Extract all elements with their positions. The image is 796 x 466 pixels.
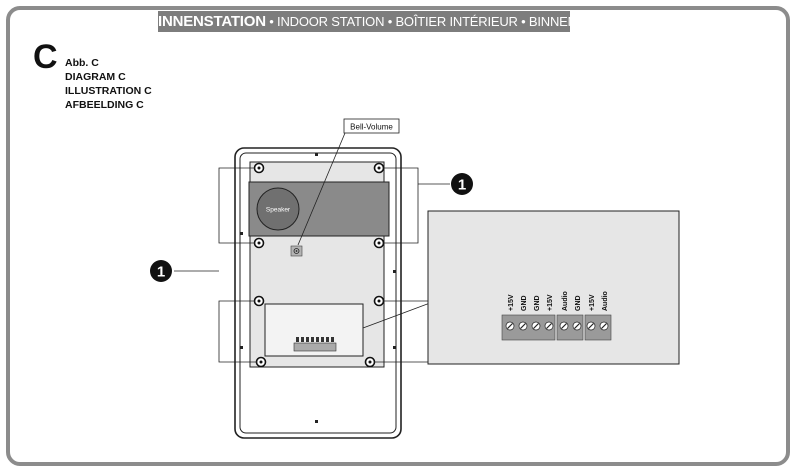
terminal-label: +15V: [547, 294, 554, 311]
station-diagram: Speaker Bell-Volume 1: [150, 118, 680, 439]
marker-1-left-label: 1: [157, 264, 165, 281]
title-main: INNENSTATION: [158, 13, 266, 30]
terminal-labels: +15V GND GND +15V Audio GND +15V Audio: [508, 291, 609, 311]
title-translations: • INDOOR STATION • BOÎTIER INTÉRIEUR • B…: [269, 14, 630, 29]
bell-volume-label: Bell-Volume: [350, 123, 393, 132]
terminal-label: Audio: [602, 291, 609, 311]
diagram-captions: Abb. C DIAGRAM C ILLUSTRATION C AFBEELDI…: [65, 56, 152, 112]
bell-volume-callout: [343, 118, 400, 134]
bracket-lines: [174, 167, 450, 363]
terminal-label: GND: [534, 295, 541, 311]
terminal-label: +15V: [508, 294, 515, 311]
marker-1-right-label: 1: [458, 177, 466, 194]
speaker-label: Speaker: [266, 207, 291, 214]
housing-outer: [234, 147, 402, 439]
terminal-label: GND: [521, 295, 528, 311]
terminal-label: +15V: [589, 294, 596, 311]
caption-fr: ILLUSTRATION C: [65, 85, 152, 97]
caption-de: Abb. C: [65, 57, 99, 69]
title-banner: INNENSTATION • INDOOR STATION • BOÎTIER …: [158, 11, 630, 32]
terminal-label: GND: [575, 295, 582, 311]
marker-1-right: 1: [451, 173, 473, 195]
terminal-strip-pins: [296, 337, 334, 342]
terminal-detail-panel: [427, 210, 680, 365]
caption-en: DIAGRAM C: [65, 71, 126, 83]
speaker: [256, 187, 300, 231]
terminal-label: Audio: [562, 291, 569, 311]
housing-ticks: [240, 153, 396, 423]
caption-nl: AFBEELDING C: [65, 99, 144, 111]
diagram-letter: C: [33, 38, 58, 76]
marker-1-left: 1: [150, 260, 172, 282]
terminal-strip-small: [293, 342, 337, 352]
